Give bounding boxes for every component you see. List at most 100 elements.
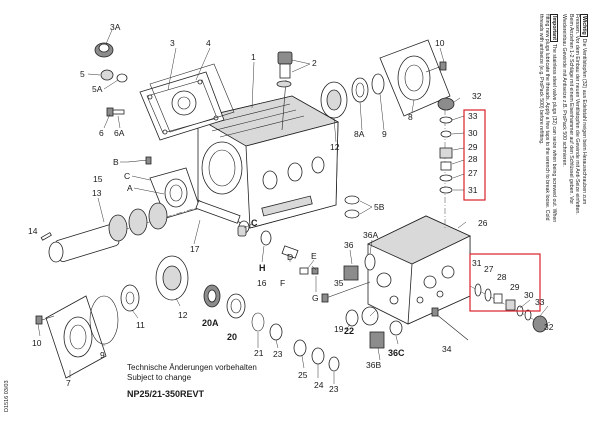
label-9: 9 xyxy=(382,129,387,139)
label-36B: 36B xyxy=(366,360,381,370)
ring-part-30-top xyxy=(440,130,452,138)
roller-bearing-part-12-lower xyxy=(155,255,189,301)
highlight-box-right xyxy=(469,253,541,312)
bolt-part-10-top xyxy=(425,61,447,73)
roller-bearing-part-12 xyxy=(320,81,348,119)
valve-spring-part-29-right xyxy=(505,299,516,311)
screw-part-6 xyxy=(106,107,125,117)
label-B: B xyxy=(113,157,119,167)
screw-part-B xyxy=(127,156,152,165)
cover-gasket-part-3 xyxy=(149,63,235,133)
o-ring-part-33-top xyxy=(439,116,453,124)
note-de-tag: Wichtig xyxy=(579,14,588,37)
crankcase-part-1 xyxy=(196,95,340,229)
label-14: 14 xyxy=(28,226,38,236)
label-23-upper: 23 xyxy=(273,349,283,359)
o-ring-part-31-top xyxy=(439,186,453,194)
key-part-14 xyxy=(40,232,52,241)
oil-seal-part-8A xyxy=(351,77,369,103)
important-notes: WichtigDie Ventilstopfen (32) aus Edelst… xyxy=(535,14,588,224)
o-ring-part-31-right xyxy=(474,283,482,297)
label-23-lower: 23 xyxy=(329,384,339,394)
manifold-head-part-26 xyxy=(367,215,471,325)
label-30-top: 30 xyxy=(468,128,478,138)
ring-part-19 xyxy=(345,309,359,327)
ring-part-24 xyxy=(311,347,325,365)
caption-line-de: Technische Änderungen vorbehalten xyxy=(127,363,257,372)
label-36C: 36C xyxy=(388,348,405,358)
label-8A: 8A xyxy=(354,129,365,139)
oil-plug-part-3A xyxy=(94,42,114,58)
label-32-top: 32 xyxy=(472,91,482,101)
washer-part-F xyxy=(299,267,309,275)
label-27-top: 27 xyxy=(468,168,478,178)
label-C-upper: C xyxy=(124,171,130,181)
note-en: ImportantThe stainless steel valve plugs… xyxy=(538,14,559,224)
label-19: 19 xyxy=(334,324,344,334)
label-26: 26 xyxy=(478,218,488,228)
label-3: 3 xyxy=(170,38,175,48)
label-12-top: 12 xyxy=(330,142,340,152)
label-22: 22 xyxy=(344,326,354,336)
document-id: D1516 03/03 xyxy=(4,380,10,413)
label-33-right: 33 xyxy=(535,297,545,307)
plug-part-36C xyxy=(389,320,403,336)
label-12-lower: 12 xyxy=(178,310,188,320)
label-F: F xyxy=(280,278,285,288)
model-title: NP25/21-350REVT xyxy=(127,389,205,399)
label-H: H xyxy=(259,263,266,273)
label-6: 6 xyxy=(99,128,104,138)
valve-part-28-top xyxy=(440,161,452,171)
plunger-part-D xyxy=(281,245,299,259)
flange-part-7 xyxy=(45,295,107,379)
label-E: E xyxy=(311,251,317,261)
label-5: 5 xyxy=(80,69,85,79)
label-29-top: 29 xyxy=(468,142,478,152)
seal-kit-part-20A xyxy=(203,284,221,308)
screw-part-5B xyxy=(344,195,360,219)
note-de-text: Die Ventilstopfen (32) aus Edelstahl nei… xyxy=(561,14,587,215)
label-4: 4 xyxy=(206,38,211,48)
note-en-tag: Important xyxy=(549,14,559,42)
label-8: 8 xyxy=(408,112,413,122)
bearing-cover-part-8 xyxy=(379,39,451,117)
label-30-right: 30 xyxy=(524,290,534,300)
dipstick-part-2 xyxy=(276,51,293,131)
label-24: 24 xyxy=(314,380,324,390)
label-21: 21 xyxy=(254,348,264,358)
valve-plug-part-32-top xyxy=(437,97,455,111)
screw-part-10-lower xyxy=(35,315,55,325)
label-34: 34 xyxy=(442,344,452,354)
label-10-lower: 10 xyxy=(32,338,42,348)
sight-glass-part-5 xyxy=(100,69,114,81)
label-31-top: 31 xyxy=(468,185,478,195)
label-5A: 5A xyxy=(92,84,103,94)
label-36A: 36A xyxy=(363,230,378,240)
label-32-right: 32 xyxy=(544,322,554,332)
seal-part-23-upper xyxy=(269,323,283,341)
label-10-top: 10 xyxy=(435,38,445,48)
o-ring-part-9 xyxy=(371,73,385,95)
label-35: 35 xyxy=(334,278,344,288)
nut-part-G xyxy=(311,267,319,275)
label-3A: 3A xyxy=(110,22,121,32)
seal-part-20 xyxy=(226,293,246,319)
label-G: G xyxy=(312,293,319,303)
label-A: A xyxy=(127,183,133,193)
label-7: 7 xyxy=(66,378,71,388)
crankshaft-part-13 xyxy=(48,202,197,263)
label-28-right: 28 xyxy=(497,272,507,282)
seal-ring-part-5A xyxy=(116,73,128,83)
label-31-right: 31 xyxy=(472,258,482,268)
oil-seal-part-11 xyxy=(120,284,140,312)
label-C-lower: C xyxy=(251,218,258,228)
label-9-lower: 9 xyxy=(100,350,105,360)
note-en-text: The stainless steel valve plugs (32) can… xyxy=(537,14,558,223)
label-6A: 6A xyxy=(114,128,125,138)
seal-part-36A xyxy=(364,253,376,271)
label-20A: 20A xyxy=(202,318,219,328)
seal-part-23-lower xyxy=(328,356,340,372)
valve-part-28-right xyxy=(493,293,503,304)
valve-seat-part-27-top xyxy=(439,174,453,182)
